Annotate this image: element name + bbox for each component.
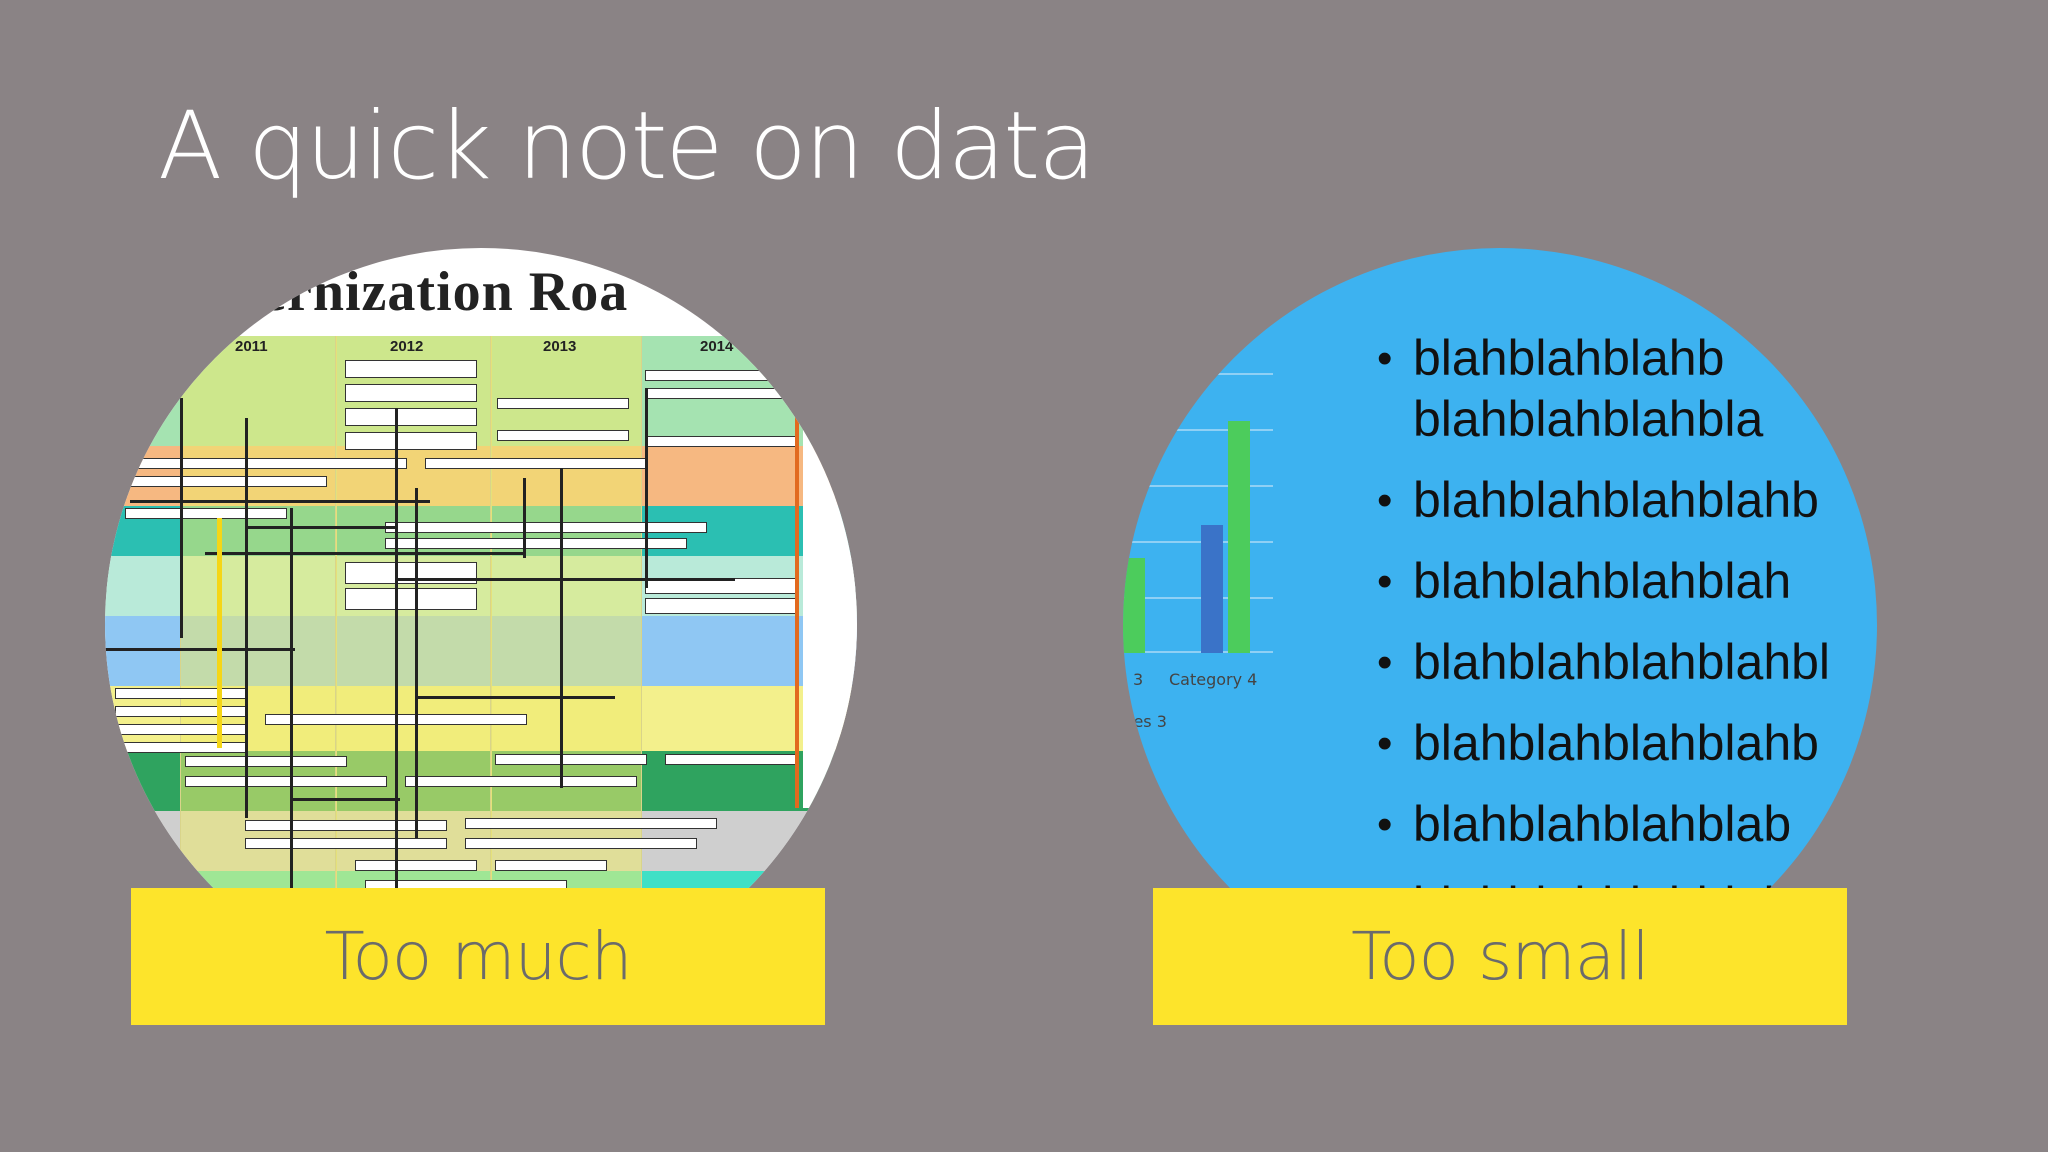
- chart-gridline: [1123, 485, 1273, 487]
- chart-gridline: [1123, 597, 1273, 599]
- slide-title: A quick note on data: [158, 92, 1096, 201]
- chart-fragment: [1123, 373, 1273, 653]
- roadmap-task: [115, 724, 247, 735]
- bullet-text: blahblahblahblah: [1413, 553, 1792, 609]
- roadmap-connector: [415, 696, 615, 699]
- bullet-dot: •: [1377, 476, 1393, 525]
- roadmap-year: 2012: [390, 338, 424, 355]
- roadmap-task: [405, 776, 637, 787]
- roadmap-task: [115, 706, 247, 717]
- bullet-text: blahblahblahb: [1413, 330, 1725, 386]
- roadmap-task: [115, 688, 247, 699]
- bullet-item: • blahblahblahblahbl: [1377, 632, 1877, 693]
- roadmap-task: [345, 432, 477, 450]
- roadmap-image: odernization Roa 2011 2012 2013 2014: [105, 248, 857, 1000]
- bullet-text: blahblahblahblahb: [1413, 472, 1819, 528]
- roadmap-task: [245, 838, 447, 849]
- roadmap-task: [185, 756, 347, 767]
- roadmap-connector: [205, 552, 525, 555]
- roadmap-task: [465, 818, 717, 829]
- bullet-item: • blahblahblahblah: [1377, 551, 1877, 612]
- chart-gridline: [1123, 651, 1273, 653]
- roadmap-task: [497, 430, 629, 441]
- roadmap-task: [645, 370, 797, 381]
- chart-gridline: [1123, 429, 1273, 431]
- roadmap-connector: [290, 508, 293, 908]
- caption-too-much: Too much: [131, 888, 825, 1025]
- roadmap-year: 2013: [543, 338, 577, 355]
- roadmap-heading: odernization Roa: [200, 261, 629, 323]
- roadmap-task: [465, 838, 697, 849]
- roadmap-task: [645, 598, 797, 614]
- chart-tick-label: 3: [1133, 670, 1144, 689]
- roadmap-connector: [523, 478, 526, 558]
- roadmap-connector: [415, 488, 418, 838]
- chart-bar: [1123, 558, 1145, 653]
- roadmap-task: [495, 860, 607, 871]
- roadmap-task: [345, 360, 477, 378]
- chart-bar: [1201, 525, 1223, 653]
- roadmap-task: [645, 436, 797, 447]
- bullet-item: • blahblahblahblahb: [1377, 470, 1877, 531]
- roadmap-task: [665, 754, 797, 765]
- bullet-text: blahblahblahblab: [1413, 796, 1792, 852]
- roadmap-task: [115, 742, 247, 753]
- bullet-dot: •: [1377, 557, 1393, 606]
- bullet-continuation: blahblahblahbla: [1413, 389, 1877, 450]
- bullet-text: blahblahblahblahbl: [1413, 634, 1831, 690]
- roadmap-connector: [645, 388, 648, 588]
- bullet-item: • blahblahblahb: [1377, 328, 1877, 389]
- roadmap-task: [125, 458, 407, 469]
- roadmap-task: [495, 754, 647, 765]
- bullet-item: • blahblahblahblab: [1377, 794, 1877, 855]
- bullet-dot: •: [1377, 638, 1393, 687]
- roadmap-connector: [560, 468, 563, 788]
- roadmap-column: [180, 336, 337, 956]
- chart-legend-fragment: ies 3: [1129, 712, 1167, 731]
- chart-gridline: [1123, 541, 1273, 543]
- roadmap-task: [345, 408, 477, 426]
- roadmap-task: [125, 476, 327, 487]
- roadmap-connector: [130, 500, 430, 503]
- roadmap-task: [345, 384, 477, 402]
- roadmap-connector: [245, 526, 395, 529]
- chart-gridline: [1123, 373, 1273, 375]
- roadmap-task: [125, 508, 287, 519]
- roadmap-connector: [290, 798, 400, 801]
- bullet-list: • blahblahblahb blahblahblahbla • blahbl…: [1377, 328, 1877, 936]
- roadmap-task: [345, 588, 477, 610]
- roadmap-task: [425, 458, 647, 469]
- roadmap-task: [245, 820, 447, 831]
- roadmap-year: 2011: [235, 338, 268, 355]
- bullet-item: • blahblahblahblahb: [1377, 713, 1877, 774]
- roadmap-task: [497, 398, 629, 409]
- roadmap-task: [355, 860, 477, 871]
- bullet-dot: •: [1377, 800, 1393, 849]
- roadmap-task: [645, 388, 797, 399]
- chart-bar: [1228, 421, 1250, 653]
- roadmap-rail: [795, 388, 799, 808]
- bullet-text: blahblahblahblahb: [1413, 715, 1819, 771]
- bullet-text: blahblahblahbla: [1413, 391, 1764, 447]
- roadmap-connector: [105, 648, 295, 651]
- chart-category-label: Category 4: [1169, 670, 1258, 689]
- roadmap-connector: [395, 408, 398, 888]
- caption-too-small: Too small: [1153, 888, 1847, 1025]
- roadmap-connector: [180, 398, 183, 638]
- roadmap-connector: [245, 418, 248, 818]
- roadmap-connector: [505, 578, 735, 581]
- bullet-dot: •: [1377, 719, 1393, 768]
- roadmap-task: [385, 522, 707, 533]
- roadmap-task: [385, 538, 687, 549]
- roadmap-task: [185, 776, 387, 787]
- roadmap-year: 2014: [700, 338, 734, 355]
- roadmap-highlight: [217, 518, 222, 748]
- bullet-dot: •: [1377, 334, 1393, 383]
- roadmap-sidebar: [803, 388, 857, 808]
